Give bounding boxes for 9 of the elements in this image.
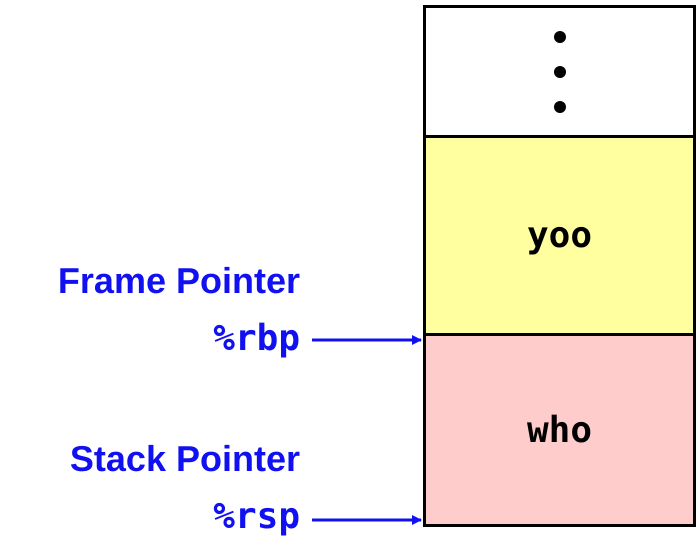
arrow	[312, 335, 422, 345]
pointer-name: Stack Pointer	[68, 437, 300, 481]
stack-frame: who	[423, 333, 696, 527]
register-name: %rsp	[212, 495, 300, 539]
memory-cell	[423, 5, 696, 138]
stack-frame: yoo	[423, 135, 696, 336]
pointer-name: Frame Pointer	[56, 259, 300, 303]
register-name: %rbp	[212, 317, 300, 361]
arrow	[312, 515, 422, 525]
